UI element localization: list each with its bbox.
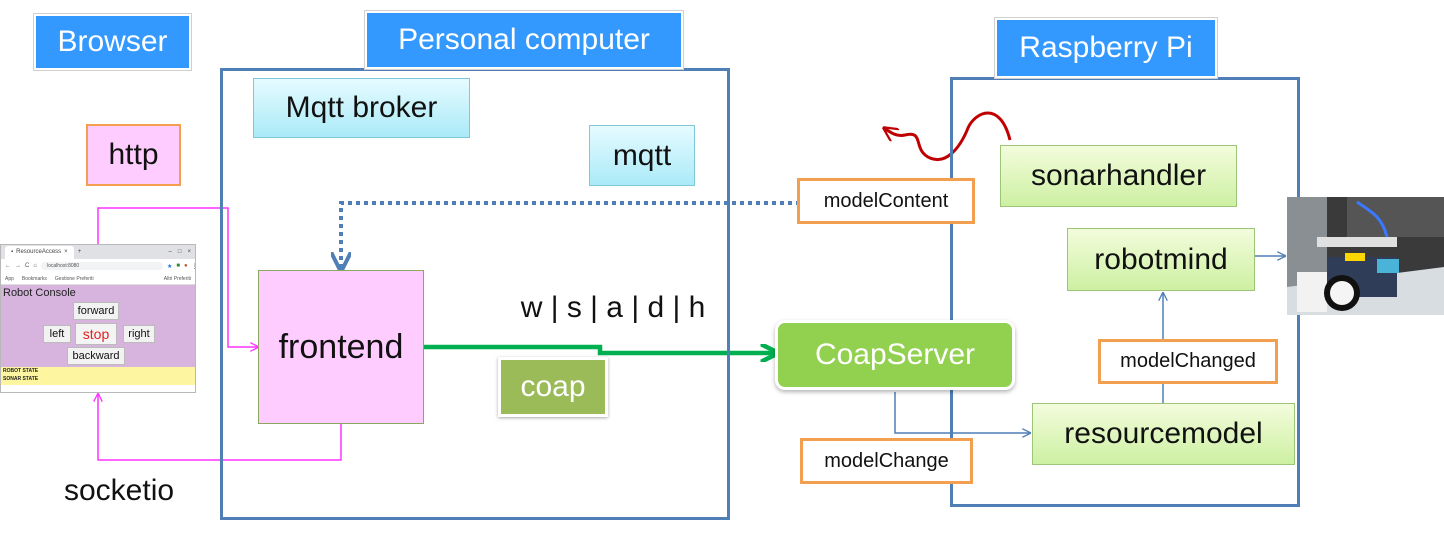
sonarhandler-node: sonarhandler xyxy=(1000,145,1237,207)
stop-button[interactable]: stop xyxy=(75,323,117,345)
robot-console-title: Robot Console xyxy=(3,287,76,299)
browser-title: Browser xyxy=(34,14,191,70)
socketio-label: socketio xyxy=(64,474,175,507)
commands-label: w | s | a | d | h xyxy=(520,291,706,324)
address-bar[interactable]: localhost:8080 xyxy=(40,262,163,270)
menu-icon[interactable]: ⋮ xyxy=(192,263,195,270)
backward-button[interactable]: backward xyxy=(67,347,125,365)
robot-console: Robot Console forward left stop right ba… xyxy=(1,285,195,367)
browser-tab-title: ResourceAccess xyxy=(16,249,62,255)
browser-tab-bar: ▪ ResourceAccess × + – □ × xyxy=(1,245,195,259)
coap-label: coap xyxy=(520,370,586,403)
forward-button[interactable]: forward xyxy=(73,302,119,320)
window-close-icon[interactable]: × xyxy=(187,249,191,255)
http-label: http xyxy=(108,138,159,171)
model-change-label: modelChange xyxy=(800,438,973,484)
star-icon[interactable]: ★ xyxy=(166,263,173,270)
bookmark-manage[interactable]: Gestione Preferiti xyxy=(54,275,94,282)
profile-icon[interactable]: ● xyxy=(183,263,188,269)
left-button[interactable]: left xyxy=(43,325,71,343)
coap-link xyxy=(424,347,775,353)
browser-window: ▪ ResourceAccess × + – □ × ← → C ⌂ local… xyxy=(0,244,196,393)
http-node: http xyxy=(86,124,181,186)
close-icon[interactable]: × xyxy=(64,249,68,255)
model-content-link xyxy=(341,201,800,270)
window-controls: – □ × xyxy=(169,249,195,255)
forward-icon[interactable]: → xyxy=(15,263,21,269)
robotmind-node: robotmind xyxy=(1067,228,1255,291)
bookmark-apps[interactable]: App xyxy=(5,275,14,282)
resourcemodel-node: resourcemodel xyxy=(1032,403,1295,465)
model-content-label: modelContent xyxy=(797,178,975,224)
reload-icon[interactable]: C xyxy=(25,263,30,269)
right-button[interactable]: right xyxy=(123,325,155,343)
http-link xyxy=(97,207,258,347)
robot-photo xyxy=(1287,197,1444,315)
socketio-link xyxy=(98,394,342,461)
home-icon[interactable]: ⌂ xyxy=(33,263,37,269)
frontend-label: frontend xyxy=(278,327,404,366)
model-change-link xyxy=(894,392,1030,433)
page-icon: ▪ xyxy=(11,249,14,255)
robot-illustration xyxy=(1287,197,1444,315)
extension-icon[interactable]: ■ xyxy=(176,263,180,269)
browser-toolbar: ← → C ⌂ localhost:8080 ★ ■ ● ⋮ xyxy=(1,259,195,273)
personal-computer-frame xyxy=(220,68,730,520)
model-changed-label: modelChanged xyxy=(1098,339,1278,384)
minimize-icon[interactable]: – xyxy=(168,249,172,255)
coap-node: coap xyxy=(498,357,608,417)
bookmark-others[interactable]: Altri Preferiti xyxy=(163,275,191,282)
robot-state-label: ROBOT STATE xyxy=(3,368,39,374)
browser-tab[interactable]: ▪ ResourceAccess × xyxy=(5,245,74,259)
maximize-icon[interactable]: □ xyxy=(177,249,182,255)
bookmark-bookmarks[interactable]: Bookmarks xyxy=(21,275,47,282)
new-tab-button[interactable]: + xyxy=(77,249,82,255)
frontend-node: frontend xyxy=(258,270,424,424)
coap-server-node: CoapServer xyxy=(775,320,1015,390)
raspberry-pi-title: Raspberry Pi xyxy=(995,18,1217,78)
sonar-scribble xyxy=(884,111,1012,162)
mqtt-node: mqtt xyxy=(589,125,695,186)
sonar-state-label: SONAR STATE xyxy=(3,376,39,382)
back-icon[interactable]: ← xyxy=(5,263,11,269)
bookmarks-bar: App Bookmarks Gestione Preferiti Altri P… xyxy=(1,273,195,285)
state-panel: ROBOT STATE SONAR STATE xyxy=(1,367,195,385)
mqtt-broker-node: Mqtt broker xyxy=(253,78,470,138)
coap-server-label: CoapServer xyxy=(814,338,976,371)
personal-computer-title: Personal computer xyxy=(365,11,683,69)
